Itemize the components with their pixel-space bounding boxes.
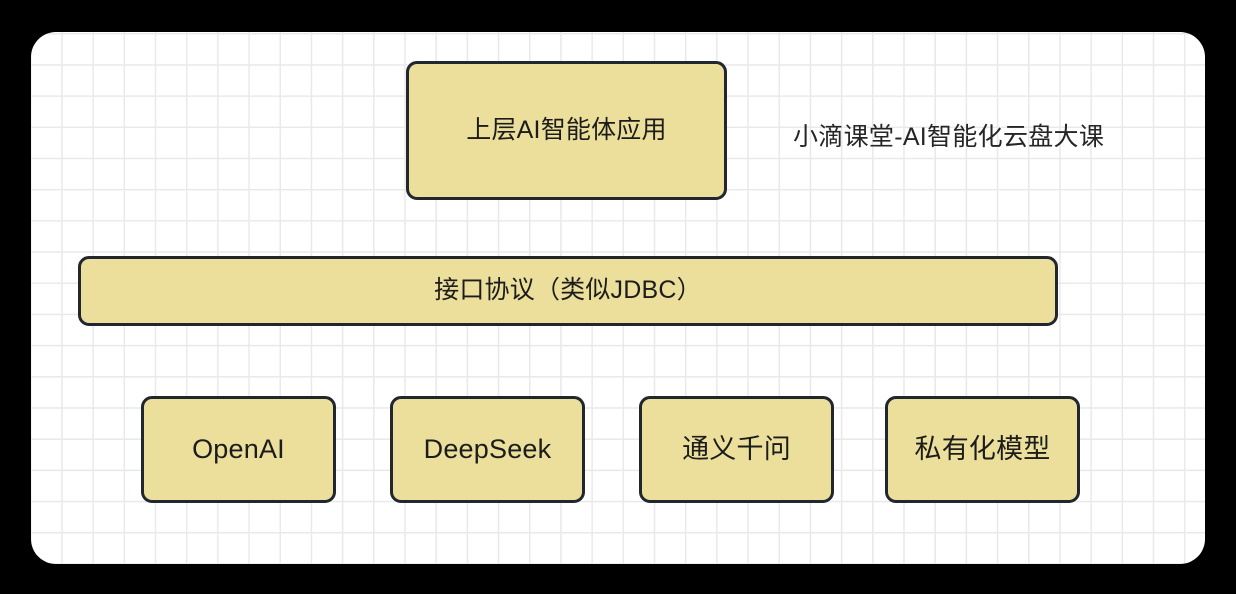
node-provider-deepseek[interactable]: DeepSeek	[390, 396, 585, 503]
node-provider-private-model[interactable]: 私有化模型	[885, 396, 1080, 503]
node-label-provider-openai: OpenAI	[192, 433, 285, 464]
node-provider-qwen[interactable]: 通义千问	[639, 396, 834, 503]
node-label-provider-qwen: 通义千问	[682, 433, 791, 464]
node-label-application: 上层AI智能体应用	[466, 115, 667, 144]
diagram-title: 小滴课堂-AI智能化云盘大课	[793, 123, 1105, 151]
node-upper-ai-agent-application[interactable]: 上层AI智能体应用	[406, 61, 727, 200]
node-interface-protocol[interactable]: 接口协议（类似JDBC）	[78, 256, 1058, 326]
node-label-provider-deepseek: DeepSeek	[423, 433, 552, 464]
node-label-provider-private-model: 私有化模型	[914, 433, 1051, 464]
node-provider-openai[interactable]: OpenAI	[141, 396, 336, 503]
node-label-protocol: 接口协议（类似JDBC）	[434, 276, 702, 305]
